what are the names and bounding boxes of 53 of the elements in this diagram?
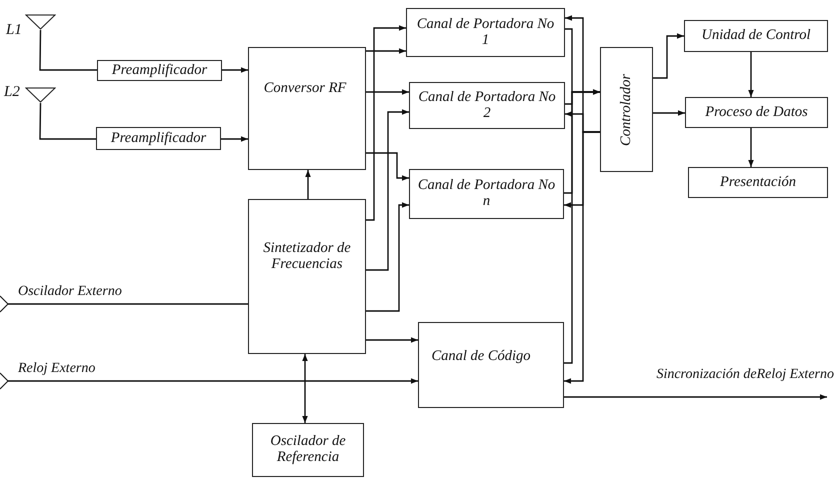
arrow xyxy=(305,170,311,199)
arrow xyxy=(653,110,685,116)
block-label: Preamplificador xyxy=(112,62,208,78)
arrow xyxy=(366,89,409,95)
arrow xyxy=(366,109,409,271)
block-label: Proceso de Datos xyxy=(705,104,808,120)
block-box xyxy=(688,167,828,198)
block-label: Controlador xyxy=(618,74,634,146)
block-box xyxy=(248,47,366,170)
block-label: Canal de Portadora No 2 xyxy=(417,90,557,122)
arrow xyxy=(221,136,248,142)
antenna-icon xyxy=(25,14,56,30)
block-box xyxy=(409,82,565,129)
arrow xyxy=(222,67,248,73)
arrow xyxy=(748,52,754,97)
antenna-label: L2 xyxy=(4,84,20,101)
block-label: Sintetizador de Frecuencias xyxy=(262,240,352,272)
arrow xyxy=(564,89,600,364)
arrow xyxy=(366,202,409,312)
arrow xyxy=(366,337,418,343)
signal-arrow xyxy=(564,394,827,400)
block-label: Canal de Portadora No 1 xyxy=(416,16,556,48)
block-box xyxy=(252,423,364,477)
block-box xyxy=(248,199,366,354)
block-box xyxy=(96,127,221,150)
signal-arrow xyxy=(0,372,418,390)
arrow xyxy=(302,354,308,423)
signal-label: Reloj Externo xyxy=(18,362,96,376)
signal-arrow xyxy=(0,296,248,312)
block-box xyxy=(97,60,222,81)
arrow xyxy=(564,131,600,384)
block-label: Canal de Código xyxy=(431,349,531,365)
arrow xyxy=(366,25,406,221)
arrow xyxy=(366,152,409,181)
block-label: Canal de Portadora No n xyxy=(416,178,556,210)
block-box xyxy=(685,97,828,128)
antenna-icon xyxy=(25,87,56,103)
arrow xyxy=(653,33,684,79)
block-box xyxy=(684,20,828,52)
block-label: Preamplificador xyxy=(110,130,206,146)
block-box xyxy=(406,8,565,57)
block-label: Unidad de Control xyxy=(701,28,811,44)
block-label: Presentación xyxy=(720,174,796,190)
arrow xyxy=(366,48,406,54)
signal-label: Sincronización deReloj Externo xyxy=(656,368,834,382)
block-box xyxy=(409,169,564,219)
block-label: Oscilador de Referencia xyxy=(269,434,347,466)
arrow xyxy=(748,128,754,167)
antenna-label: L1 xyxy=(6,22,22,39)
block-box xyxy=(418,322,564,408)
block-label: Conversor RF xyxy=(264,80,346,96)
signal-label: Oscilador Externo xyxy=(18,285,122,299)
block-box xyxy=(600,47,653,172)
